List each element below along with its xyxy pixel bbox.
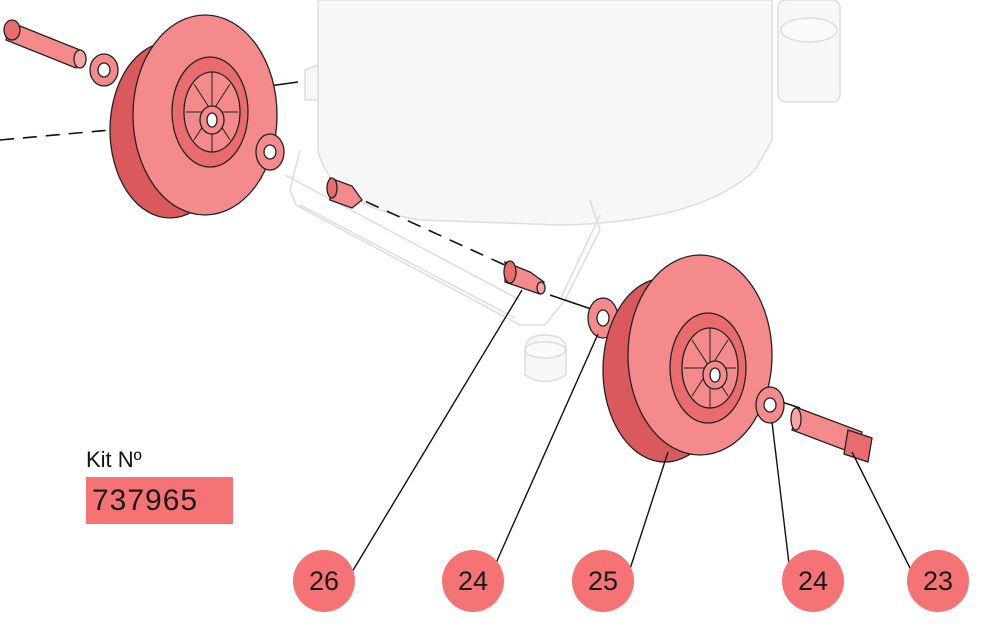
- kit-number: 737965: [86, 477, 233, 524]
- wheel-upper-left: [109, 14, 278, 219]
- leader-lines: [351, 289, 913, 573]
- wheel-lower-right: [602, 254, 773, 463]
- callout-24-right: 24: [782, 550, 844, 612]
- callout-23: 23: [907, 550, 969, 612]
- pin-upper-left: [3, 19, 87, 69]
- washer-24-right: [755, 386, 785, 424]
- callout-26: 26: [293, 550, 355, 612]
- tank-ghost: [284, 0, 841, 383]
- callout-24-left: 24: [442, 550, 504, 612]
- washer-upper-left-inner: [255, 133, 285, 171]
- callout-25: 25: [572, 550, 634, 612]
- washer-upper-left: [89, 53, 119, 87]
- bushing-lower: [503, 260, 546, 295]
- bushing-upper: [326, 177, 363, 209]
- kit-label: Kit Nº: [86, 447, 142, 472]
- pin-23: [790, 407, 873, 463]
